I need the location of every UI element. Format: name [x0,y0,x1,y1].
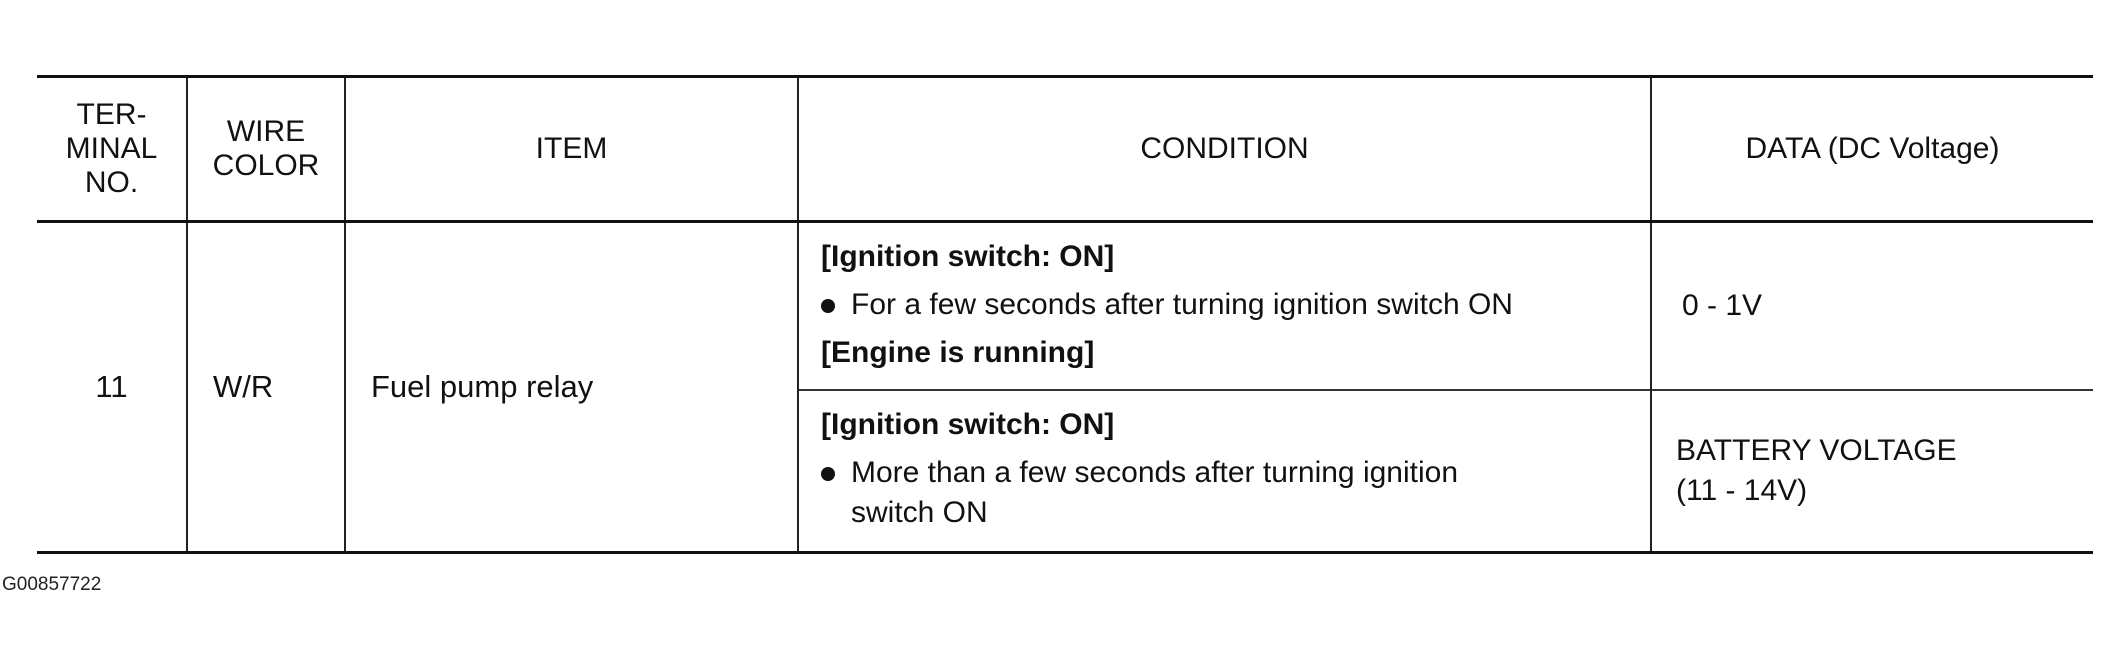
condition-2-heading: [Ignition switch: ON] [821,408,1115,441]
condition-1-bullet-text: For a few seconds after turning ignition… [851,288,1513,321]
condition-2-bullet-line1: More than a few seconds after turning ig… [851,456,1459,489]
header-terminal-line2: MINAL [65,132,158,165]
header-condition: CONDITION [797,75,1652,223]
data-2-line2: (11 - 14V) [1676,474,1808,507]
terminal-number-cell: 11 [37,221,188,554]
header-terminal-no: TER- MINAL NO. [37,75,188,223]
header-data: DATA (DC Voltage) [1650,75,2093,223]
bullet-icon [821,467,835,481]
data-cell-2: BATTERY VOLTAGE (11 - 14V) [1650,389,2093,554]
header-terminal-line1: TER- [76,98,147,131]
table-row: [Ignition switch: ON] More than a few se… [37,389,2093,554]
header-terminal-line3: NO. [84,166,139,199]
condition-cell-2: [Ignition switch: ON] More than a few se… [798,389,1652,554]
condition-2-bullet-item: More than a few seconds after turning ig… [821,453,1634,533]
condition-2-bullet-text: More than a few seconds after turning ig… [851,453,1458,533]
data-2-line1: BATTERY VOLTAGE [1676,434,1957,467]
condition-1-bullet-item: For a few seconds after turning ignition… [821,285,1634,325]
header-wire-color: WIRE COLOR [186,75,346,223]
condition-1-heading: [Ignition switch: ON] [821,240,1115,273]
header-wire-line1: WIRE [226,115,306,148]
item-cell: Fuel pump relay [344,221,799,554]
figure-code: G00857722 [2,574,102,595]
terminal-data-table: TER- MINAL NO. WIRE COLOR ITEM CONDITION… [37,75,2093,554]
table-row: 11 W/R Fuel pump relay [Ignition switch:… [37,221,2093,554]
header-wire-line2: COLOR [212,149,320,182]
bullet-icon [821,299,835,313]
data-1-value: 0 - 1V [1682,289,1763,322]
table-header-row: TER- MINAL NO. WIRE COLOR ITEM CONDITION… [37,75,2093,223]
header-item: ITEM [344,75,799,223]
condition-cell-1: [Ignition switch: ON] For a few seconds … [797,221,1652,390]
data-cell-1: 0 - 1V [1650,221,2093,390]
condition-2-bullet-line2: switch ON [851,496,988,529]
wire-color-cell: W/R [186,221,346,554]
condition-1-subheading: [Engine is running] [821,336,1095,369]
